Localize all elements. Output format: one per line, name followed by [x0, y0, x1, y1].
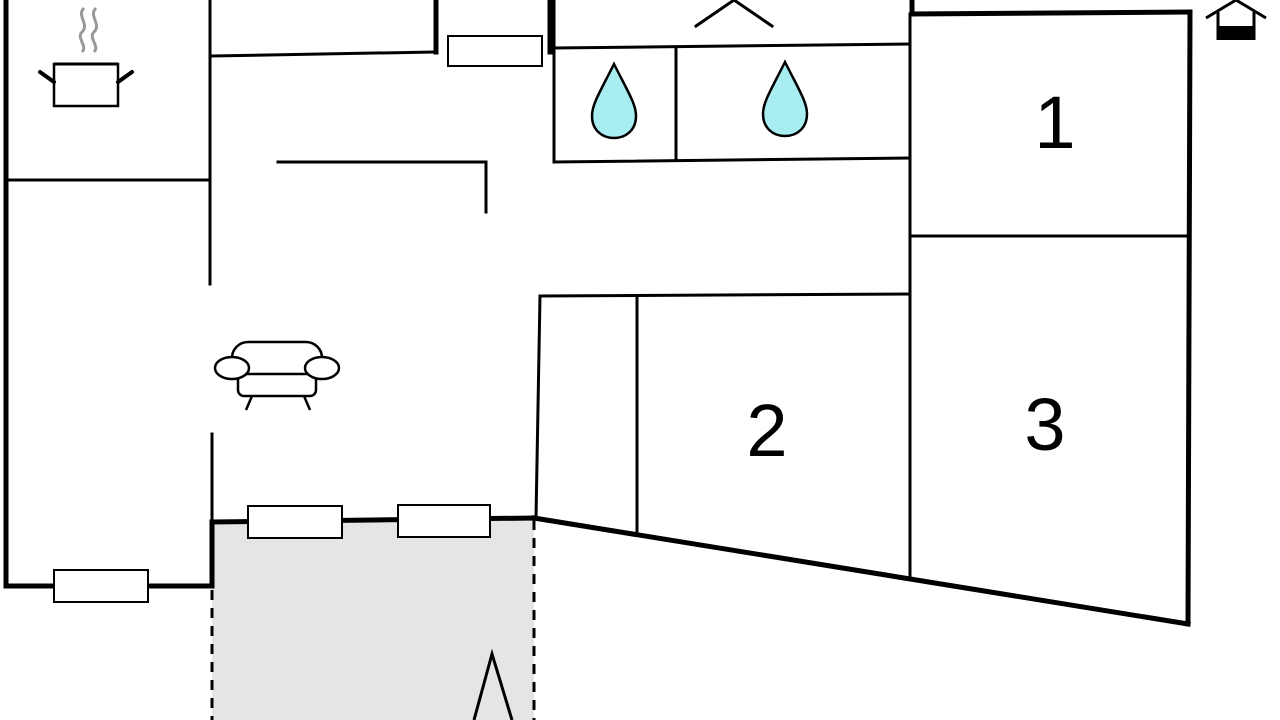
water-drop-icon	[590, 61, 638, 140]
house-exit-icon	[1205, 0, 1267, 40]
cooking-pot-icon	[38, 6, 134, 108]
water-drop-icon	[761, 59, 809, 138]
window	[53, 569, 149, 603]
room-number-3: 3	[1024, 383, 1065, 466]
terrace	[210, 518, 536, 720]
room-number-2: 2	[746, 389, 787, 472]
room-number-1: 1	[1034, 81, 1075, 164]
window	[247, 505, 343, 539]
windows	[53, 35, 543, 603]
interior-walls	[6, 0, 1190, 580]
sofa-icon	[213, 340, 341, 411]
door-swing	[693, 0, 775, 29]
terrace-arrow-icon	[472, 648, 514, 720]
window	[397, 504, 491, 538]
window	[447, 35, 543, 67]
